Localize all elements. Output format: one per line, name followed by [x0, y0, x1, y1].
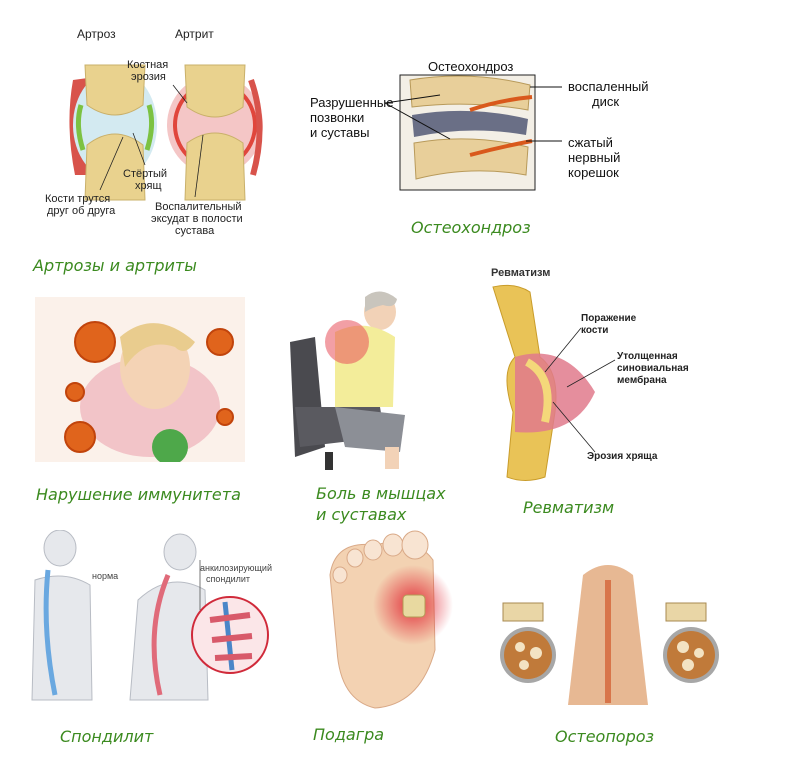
osteochondrosis-illustration: Остеохондроз Разрушенные позвонки и суст… — [300, 55, 660, 195]
joint-diagram — [69, 64, 263, 201]
label-disc-2: диск — [592, 94, 620, 109]
caption-pain-line2: и суставах — [316, 505, 407, 524]
label-disc-1: воспаленный — [568, 79, 649, 94]
label-destroyed-1: Разрушенные — [310, 95, 394, 110]
caption-osteoporosis: Остеопороз — [555, 727, 655, 746]
skeleton-comparison — [31, 530, 269, 701]
osteochondrosis-title: Остеохондроз — [428, 59, 514, 74]
label-bone-erosion-2: эрозия — [131, 71, 166, 83]
spine-diagram — [384, 74, 562, 191]
label-bones-rub-2: друг об друга — [47, 205, 116, 217]
label-membrane-3: мембрана — [617, 375, 667, 386]
pain-illustration — [285, 287, 425, 472]
label-exudate-1: Воспалительный — [155, 201, 242, 213]
label-cartilage-2: хрящ — [135, 180, 162, 192]
caption-spondylitis: Спондилит — [60, 727, 154, 746]
label-bone-erosion-1: Костная — [127, 59, 169, 71]
label-destroyed-2: позвонки — [310, 110, 365, 125]
rheumatism-title: Ревматизм — [491, 267, 551, 279]
seated-woman-picture — [290, 291, 405, 470]
label-exudate-2: эксудат в полости — [151, 213, 243, 225]
label-destroyed-3: и суставы — [310, 125, 370, 140]
caption-pain-line1: Боль в мышцах — [316, 484, 446, 503]
immunity-illustration — [35, 297, 245, 462]
virus-woman-picture — [35, 297, 245, 462]
arthrosis-arthritis-illustration: Артроз Артрит Костная эрозия Стёртый хря… — [45, 25, 275, 245]
label-ankylosing-1: анкилозирующий — [200, 563, 272, 573]
label-ankylosing-2: спондилит — [206, 574, 251, 584]
rheumatism-illustration: Ревматизм Поражение кости Утолщенная син… — [485, 262, 710, 487]
label-norm: норма — [92, 571, 119, 581]
label-bone-damage-1: Поражение — [581, 313, 637, 324]
label-exudate-3: сустава — [175, 225, 215, 237]
label-root-1: сжатый — [568, 135, 613, 150]
label-bones-rub-1: Кости трутся — [45, 193, 111, 205]
caption-rheumatism: Ревматизм — [523, 498, 615, 517]
caption-gout: Подагра — [313, 725, 385, 744]
rheumatism-joint-diagram — [492, 284, 616, 481]
foot-picture — [329, 530, 453, 709]
arthritis-title: Артрит — [175, 27, 214, 41]
arthrosis-title: Артроз — [77, 27, 116, 41]
label-cartilage-erosion: Эрозия хряща — [587, 451, 658, 462]
label-membrane-2: синовиальная — [617, 363, 689, 374]
label-membrane-1: Утолщенная — [617, 351, 678, 362]
label-cartilage-1: Стёртый — [123, 168, 168, 180]
bone-density-picture — [500, 565, 719, 705]
label-root-3: корешок — [568, 165, 619, 180]
caption-immunity: Нарушение иммунитета — [36, 485, 241, 504]
gout-illustration — [315, 530, 475, 710]
caption-arthrosis: Артрозы и артриты — [33, 256, 197, 275]
osteoporosis-illustration — [498, 555, 738, 710]
label-bone-damage-2: кости — [581, 325, 609, 336]
label-root-2: нервный — [568, 150, 621, 165]
caption-osteochondrosis: Остеохондроз — [411, 218, 531, 237]
spondylitis-illustration: норма анкилозирующий спондилит — [20, 530, 290, 705]
